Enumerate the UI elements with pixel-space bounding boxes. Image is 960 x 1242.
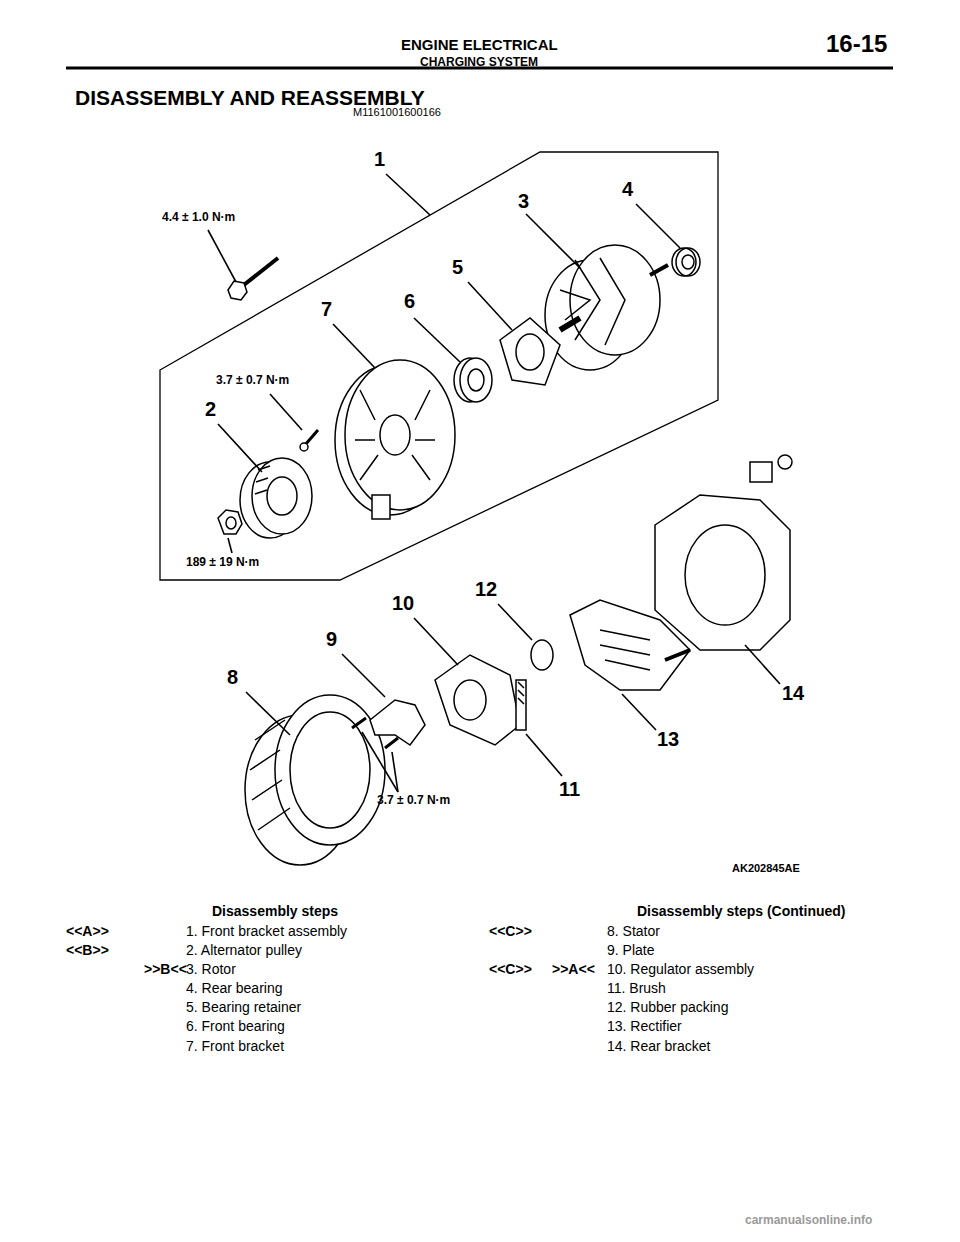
plate — [352, 700, 425, 748]
leader-lines — [208, 174, 780, 792]
step-text: 12. Rubber packing — [607, 999, 728, 1015]
callout-number: 11 — [559, 778, 580, 801]
step-text: 7. Front bracket — [186, 1038, 284, 1054]
table-heading: Disassembly steps — [212, 903, 338, 919]
step-marker: <<C>> — [489, 923, 532, 939]
torque-spec: 189 ± 19 N·m — [186, 556, 259, 570]
step-text: 11. Brush — [607, 980, 666, 996]
rear-bearing — [672, 248, 700, 276]
page-number: 16-15 — [826, 30, 887, 58]
callout-number: 12 — [475, 578, 497, 601]
brush — [516, 680, 526, 730]
torque-spec: 3.7 ± 0.7 N·m — [216, 374, 289, 388]
step-text: 2. Alternator pulley — [186, 942, 302, 958]
callout-number: 2 — [205, 398, 216, 421]
front-bracket — [335, 360, 455, 519]
step-marker: <<C>> — [489, 961, 532, 977]
callout-number: 14 — [782, 682, 804, 705]
step-text: 14. Rear bracket — [607, 1038, 711, 1054]
reference-code: M1161001600166 — [353, 106, 441, 119]
callout-number: 8 — [227, 666, 238, 689]
torque-spec: 4.4 ± 1.0 N·m — [162, 211, 235, 225]
stator — [245, 695, 385, 865]
step-text: 1. Front bracket assembly — [186, 923, 347, 939]
front-bearing — [454, 358, 492, 402]
watermark: carmanualsonline.info — [745, 1214, 872, 1228]
callout-number: 1 — [374, 148, 385, 171]
step-marker: <<A>> — [66, 923, 109, 939]
step-text: 6. Front bearing — [186, 1018, 285, 1034]
subsection-heading: CHARGING SYSTEM — [420, 56, 538, 70]
table-heading: Disassembly steps (Continued) — [637, 903, 846, 919]
callout-number: 10 — [392, 592, 414, 615]
step-text: 10. Regulator assembly — [607, 961, 754, 977]
step-marker: <<B>> — [66, 942, 109, 958]
callout-number: 4 — [622, 178, 633, 201]
pulley-nut — [218, 510, 242, 534]
step-text: 13. Rectifier — [607, 1018, 682, 1034]
callout-number: 6 — [404, 290, 415, 313]
callout-number: 5 — [452, 256, 463, 279]
step-text: 9. Plate — [607, 942, 654, 958]
figure-code: AK202845AE — [732, 862, 800, 875]
callout-number: 9 — [326, 628, 337, 651]
step-text: 8. Stator — [607, 923, 660, 939]
callout-number: 3 — [518, 190, 529, 213]
torque-spec: 3.7 ± 0.7 N·m — [377, 794, 450, 808]
rubber-packing — [531, 640, 553, 670]
section-heading: ENGINE ELECTRICAL — [401, 36, 558, 53]
step-text: 3. Rotor — [186, 961, 236, 977]
through-bolt — [228, 258, 278, 300]
regulator-assembly — [435, 655, 520, 745]
rear-bracket — [655, 455, 792, 650]
callout-number: 7 — [321, 298, 332, 321]
assembly-frame — [160, 152, 718, 580]
rotor — [545, 245, 668, 370]
step-text: 4. Rear bearing — [186, 980, 283, 996]
step-marker: >>A<< — [552, 961, 595, 977]
alternator-pulley — [240, 458, 312, 538]
callout-number: 13 — [657, 728, 679, 751]
step-marker: >>B<< — [144, 961, 187, 977]
bearing-retainer — [500, 318, 560, 385]
step-text: 5. Bearing retainer — [186, 999, 301, 1015]
screw — [300, 430, 318, 451]
